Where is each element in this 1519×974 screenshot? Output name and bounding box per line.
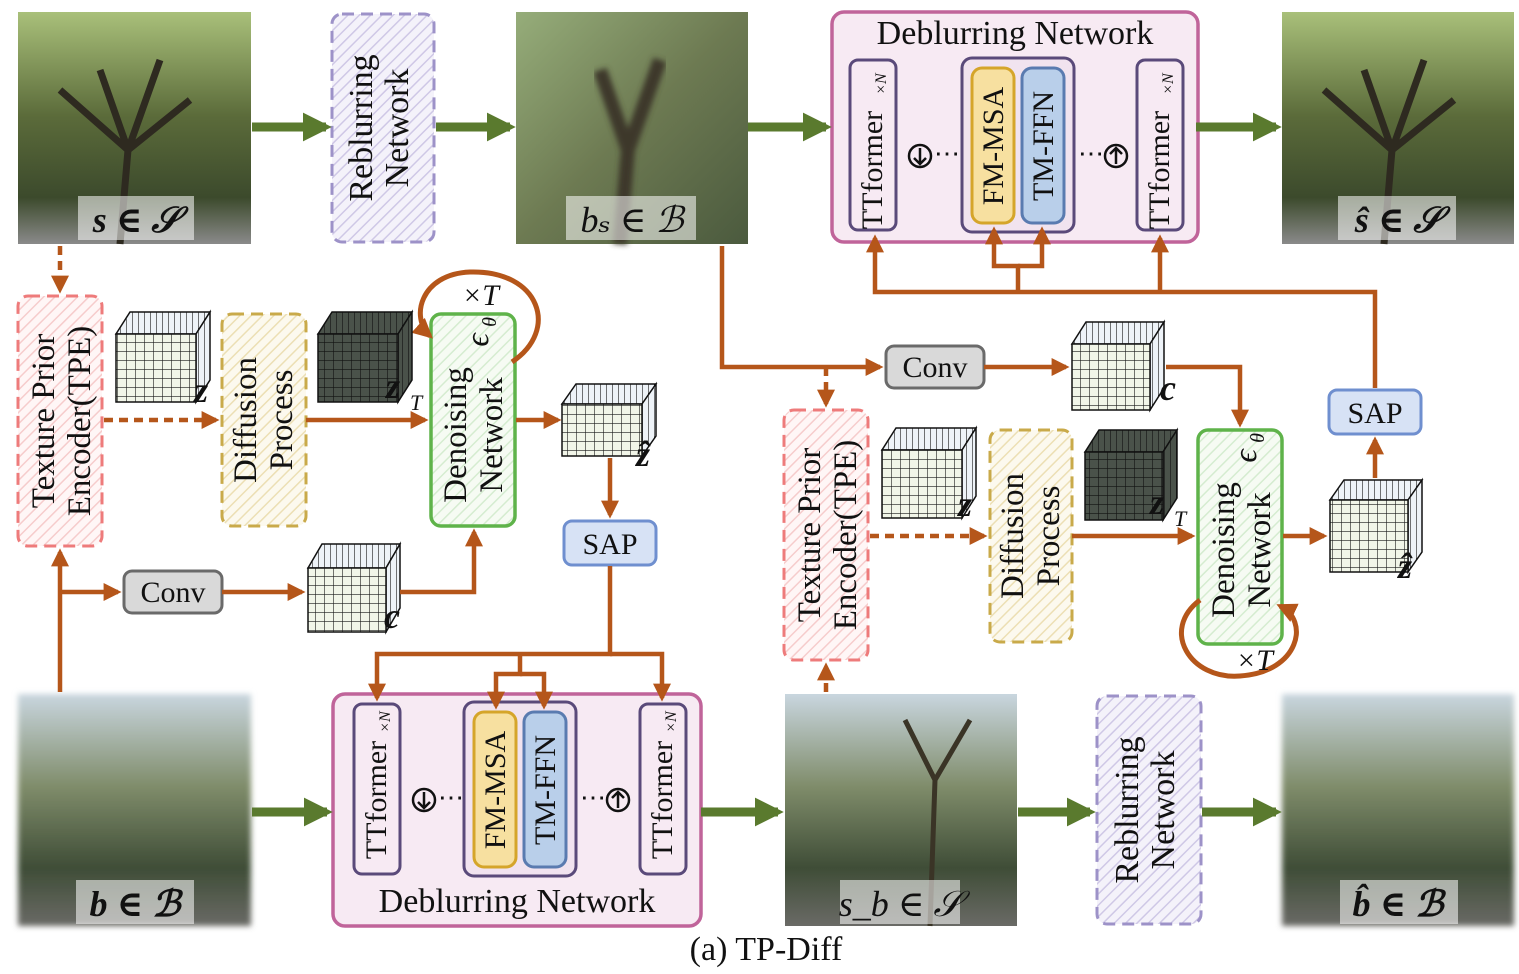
label-s: s ∈ 𝒮 [92, 200, 190, 240]
svg-text:Network: Network [379, 69, 416, 188]
deblurring-network-bottom: Deblurring Network TTformer ×N ⋯ FM-MSA … [331, 692, 703, 928]
tpe-left: Texture Prior Encoder(TPE) [16, 294, 104, 548]
svg-text:TTformer: TTformer [360, 741, 393, 859]
loop-right [1179, 598, 1299, 679]
svg-text:Diffusion: Diffusion [995, 473, 1031, 599]
green-arrows [252, 112, 1282, 827]
label-b-hat: b̂ ∈ ℬ [1353, 883, 1448, 924]
svg-text:⋯: ⋯ [934, 139, 960, 168]
cube-c-left [306, 541, 402, 635]
conv-left: Conv [122, 569, 224, 615]
svg-text:Conv: Conv [902, 351, 967, 384]
svg-text:Network: Network [1145, 751, 1182, 870]
symbol-c-left: c [384, 596, 400, 636]
svg-text:Texture Prior: Texture Prior [26, 334, 62, 509]
reblurring-network-top: Reblurring Network [330, 12, 436, 244]
svg-text:FM-MSA: FM-MSA [977, 86, 1010, 205]
svg-text:Reblurring: Reblurring [343, 54, 380, 201]
symbol-zT-left: z [384, 366, 400, 406]
svg-text:Encoder(TPE): Encoder(TPE) [828, 440, 864, 631]
brown-arrows [51, 226, 1384, 710]
figure-caption: (a) TP-Diff [690, 931, 843, 968]
svg-text:⋯: ⋯ [438, 783, 464, 812]
svg-text:Network: Network [1242, 492, 1278, 608]
label-b: b ∈ ℬ [90, 884, 185, 924]
deblur-title-top: Deblurring Network [877, 15, 1154, 52]
label-sb: s_b ∈ 𝒮 [839, 884, 971, 924]
loop-left [411, 269, 541, 365]
svg-text:Network: Network [474, 377, 510, 493]
sap-left: SAP [562, 519, 658, 567]
cube-z-left [114, 309, 212, 405]
sap-right: SAP [1327, 388, 1423, 436]
svg-text:FM-MSA: FM-MSA [479, 730, 512, 849]
svg-text:TTformer: TTformer [646, 741, 679, 859]
svg-text:Texture Prior: Texture Prior [792, 448, 828, 623]
symbol-z-left: z [192, 370, 208, 410]
diffusion-process-left: Diffusion Process [220, 312, 308, 528]
denoising-network-right: Denoising Network ϵ θ [1196, 428, 1284, 646]
symbol-z-right: z [956, 484, 972, 524]
svg-text:SAP: SAP [1347, 397, 1402, 430]
svg-text:TTformer: TTformer [856, 111, 889, 229]
svg-text:Process: Process [264, 370, 300, 471]
svg-text:×N: ×N [1160, 72, 1177, 95]
svg-text:×N: ×N [873, 72, 890, 95]
svg-text:ϵ: ϵ [460, 332, 496, 347]
symbol-c-right: c [1160, 368, 1176, 408]
svg-text:×N: ×N [663, 710, 680, 733]
svg-text:SAP: SAP [582, 528, 637, 561]
svg-text:TM-FFN: TM-FFN [1027, 91, 1060, 201]
svg-text:Denoising: Denoising [438, 367, 474, 503]
svg-text:Denoising: Denoising [1206, 482, 1242, 618]
diffusion-process-right: Diffusion Process [988, 428, 1074, 644]
svg-text:Encoder(TPE): Encoder(TPE) [62, 326, 98, 517]
svg-text:T: T [410, 390, 424, 415]
cube-c-right [1070, 319, 1166, 413]
cube-zT-right [1083, 427, 1179, 523]
svg-text:⋯: ⋯ [580, 783, 606, 812]
cube-zhat-right [1328, 477, 1424, 575]
svg-text:Process: Process [1031, 486, 1067, 587]
svg-text:TM-FFN: TM-FFN [529, 735, 562, 845]
label-s-hat: ŝ ∈ 𝒮 [1354, 200, 1452, 240]
reblurring-network-bottom: Reblurring Network [1095, 694, 1203, 926]
conv-right: Conv [884, 344, 986, 390]
svg-text:×N: ×N [377, 710, 394, 733]
deblur-title-bottom: Deblurring Network [379, 883, 656, 920]
symbol-zhat-left: ẑ [634, 434, 651, 474]
svg-text:Conv: Conv [140, 576, 205, 609]
cube-zT-left [316, 309, 414, 405]
svg-text:Diffusion: Diffusion [228, 357, 264, 483]
times-T-right: ×T [1236, 644, 1275, 677]
denoising-network-left: Denoising Network ϵ θ [429, 312, 517, 528]
svg-text:T: T [1174, 506, 1188, 531]
tpe-right: Texture Prior Encoder(TPE) [782, 408, 870, 662]
deblurring-network-top: Deblurring Network TTformer ×N ⋯ FM-MSA … [830, 10, 1200, 244]
label-bs: bₛ ∈ ℬ [580, 200, 686, 240]
times-T-left: ×T [462, 279, 501, 312]
symbol-zhat-right: ẑ [1396, 546, 1413, 586]
svg-text:⋯: ⋯ [1078, 139, 1104, 168]
cube-z-right [880, 425, 978, 521]
cube-zhat-left [560, 381, 658, 459]
svg-text:ϵ: ϵ [1228, 448, 1264, 463]
svg-text:θ: θ [1247, 433, 1269, 443]
svg-text:Reblurring: Reblurring [1109, 736, 1146, 883]
svg-text:TTformer: TTformer [1143, 111, 1176, 229]
symbol-zT-right: z [1148, 482, 1164, 522]
svg-text:θ: θ [479, 317, 501, 327]
